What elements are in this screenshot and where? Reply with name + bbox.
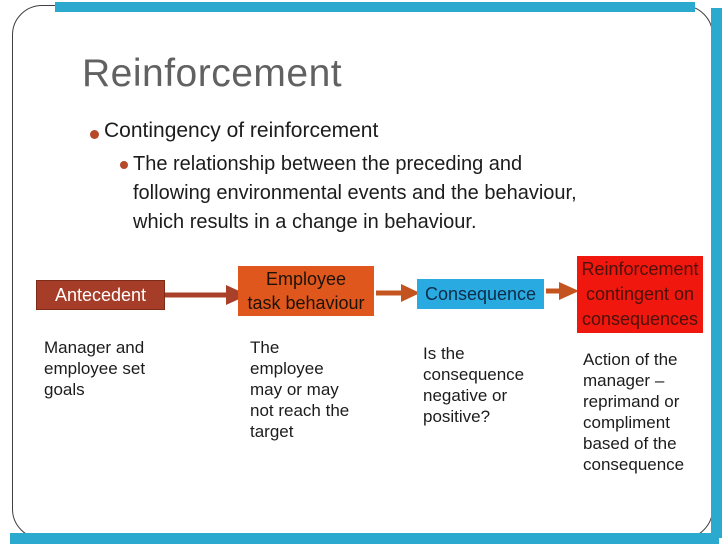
antecedent-box: Antecedent bbox=[36, 280, 165, 310]
slide-title: Reinforcement bbox=[82, 52, 343, 95]
antecedent-note: Manager and employee set goals bbox=[44, 338, 146, 399]
employee-task-behaviour-box: Employee task behaviour bbox=[238, 266, 374, 316]
sub-bullet-icon bbox=[120, 161, 128, 169]
employee-note: The employee may or may not reach the ta… bbox=[250, 338, 350, 441]
bullet-level1-text: Contingency of reinforcement bbox=[104, 119, 379, 142]
right-accent-bar bbox=[711, 8, 722, 538]
bullet-icon bbox=[90, 130, 99, 139]
bullet-level2-text: The relationship between the preceding a… bbox=[133, 153, 577, 233]
consequence-note: Is the consequence negative or positive? bbox=[423, 344, 525, 426]
reinforcement-note: Action of the manager – reprimand or com… bbox=[583, 350, 685, 474]
reinforcement-contingent-box: Reinforcement contingent on consequences bbox=[577, 256, 703, 333]
top-accent-bar bbox=[55, 2, 695, 12]
bottom-accent-bar bbox=[10, 533, 719, 544]
consequence-box: Consequence bbox=[417, 279, 544, 309]
